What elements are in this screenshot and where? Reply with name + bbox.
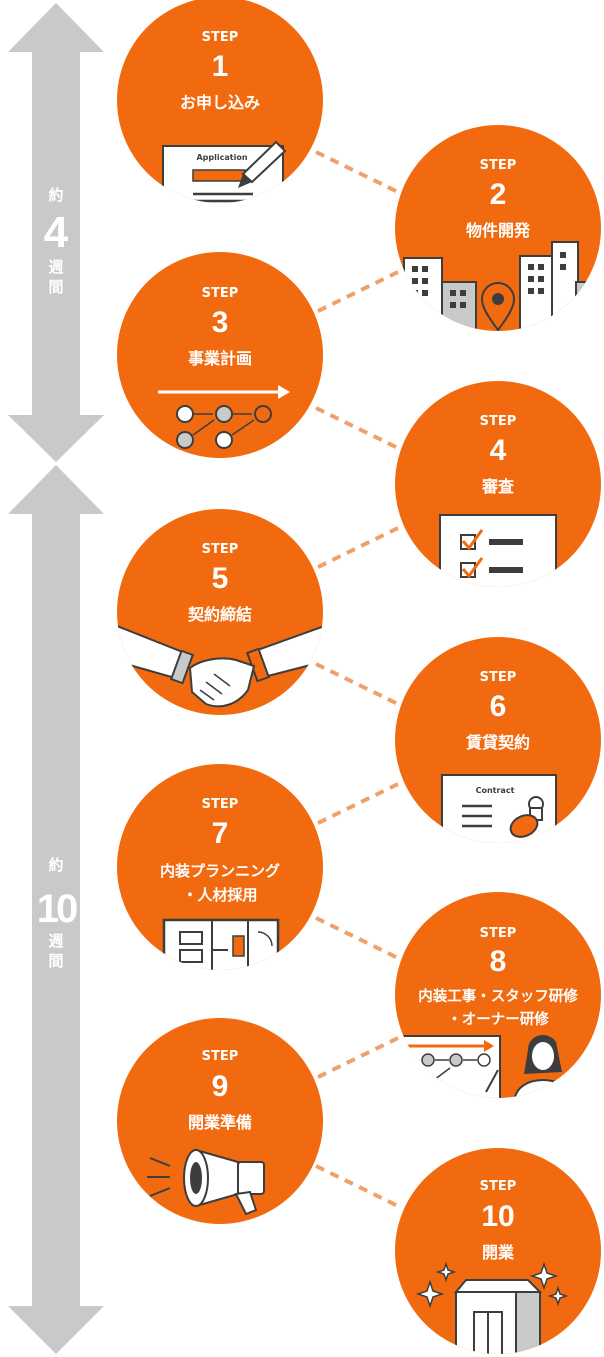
duration-number: 4 [44, 208, 69, 257]
step-9: STEP 9 開業準備 [117, 1018, 323, 1224]
step-number: 7 [212, 817, 229, 850]
step-number: 10 [481, 1200, 514, 1233]
step-title: 内装プランニング [160, 862, 280, 880]
step-title: 賃貸契約 [465, 733, 530, 752]
step-label: STEP [202, 286, 239, 301]
step-title: 事業計画 [188, 349, 252, 368]
duration-prefix: 約 [48, 186, 63, 204]
step-10: STEP 10 開業 [395, 1148, 601, 1354]
step-title: 審査 [481, 477, 514, 496]
step-label: STEP [202, 1049, 239, 1064]
connector-6-7 [315, 782, 399, 826]
flow-plan-icon [158, 385, 290, 449]
step-label: STEP [202, 542, 239, 557]
connector-4-5 [315, 526, 399, 570]
training-presenter-icon [399, 1035, 574, 1098]
step-number: 6 [490, 690, 507, 723]
connector-3-4 [315, 406, 399, 450]
step-label: STEP [480, 414, 517, 429]
floor-plan-icon [162, 918, 280, 970]
duration-number: 10 [37, 887, 77, 931]
step-circle [395, 1148, 601, 1354]
step-label: STEP [480, 1179, 517, 1194]
connector-7-8 [315, 916, 399, 960]
duration-arrow-4-weeks: 約 4 週 間 [8, 3, 104, 462]
step-label: STEP [480, 926, 517, 941]
step-title: 開業 [482, 1243, 515, 1262]
step-title: お申し込み [180, 93, 260, 112]
step-title-line-2: ・オーナー研修 [447, 1010, 549, 1028]
duration-suffix: 週 [48, 258, 63, 276]
step-circle [117, 252, 323, 458]
step-number: 1 [212, 50, 229, 83]
contract-stamp-icon: Contract [441, 774, 557, 843]
step-label: STEP [480, 158, 517, 173]
step-circle [117, 764, 323, 970]
step-label: STEP [202, 797, 239, 812]
checklist-icon [439, 514, 557, 587]
step-8: STEP 8 内装工事・スタッフ研修 ・オーナー研修 [395, 892, 601, 1098]
duration-arrow-shape [8, 465, 104, 1354]
step-5: STEP 5 契約締結 [117, 509, 323, 715]
step-title: 契約締結 [187, 605, 252, 624]
duration-suffix: 週 [48, 932, 63, 950]
step-title-line-2: ・人材採用 [182, 886, 257, 904]
duration-suffix: 間 [48, 278, 63, 296]
duration-arrow-10-weeks: 約 10 週 間 [8, 465, 104, 1354]
step-4: STEP 4 審査 [395, 381, 601, 587]
connector-5-6 [315, 662, 399, 706]
step-6: STEP 6 賃貸契約 Contract [395, 637, 601, 843]
connector-8-9 [315, 1036, 399, 1080]
step-1: STEP 1 お申し込み Application [117, 0, 323, 203]
step-3: STEP 3 事業計画 [117, 252, 323, 458]
icon-caption: Application [196, 153, 247, 162]
duration-arrow-shape [8, 3, 104, 462]
application-form-icon: Application [162, 140, 287, 203]
connectors [315, 150, 399, 1208]
step-7: STEP 7 内装プランニング ・人材採用 [117, 764, 323, 970]
step-2: STEP 2 物件開発 [395, 125, 601, 331]
connector-1-2 [315, 150, 399, 194]
sparkling-store-icon [415, 1261, 569, 1354]
duration-prefix: 約 [48, 856, 63, 874]
step-title: 内装工事・スタッフ研修 [418, 987, 578, 1005]
step-number: 9 [212, 1070, 229, 1103]
step-circle [117, 1018, 323, 1224]
icon-caption: Contract [476, 786, 515, 795]
step-number: 5 [212, 562, 229, 595]
step-number: 4 [490, 434, 507, 467]
step-number: 3 [212, 306, 229, 339]
step-number: 8 [490, 945, 507, 978]
step-title: 開業準備 [188, 1113, 252, 1132]
step-label: STEP [480, 670, 517, 685]
connector-9-10 [315, 1164, 399, 1208]
duration-suffix: 間 [48, 952, 63, 970]
step-label: STEP [202, 30, 239, 45]
megaphone-icon [147, 1148, 265, 1216]
connector-2-3 [315, 270, 399, 314]
step-title: 物件開発 [466, 221, 531, 240]
step-number: 2 [490, 178, 507, 211]
